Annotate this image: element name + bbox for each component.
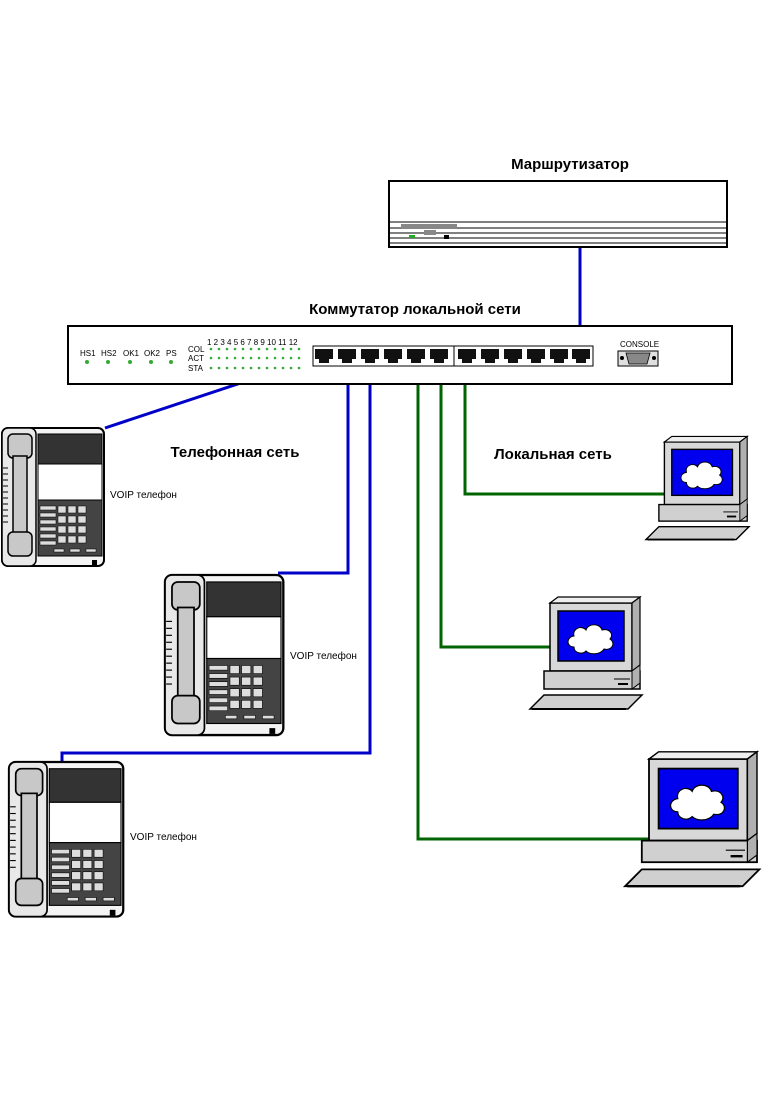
led-label-ok2: OK2 — [144, 349, 161, 358]
led-label-hs2: HS2 — [101, 349, 117, 358]
phone-icon — [163, 573, 285, 737]
led-label-ok1: OK1 — [123, 349, 140, 358]
lan-link-3 — [416, 360, 652, 841]
router-icon — [388, 180, 728, 248]
phone-label-1: VOIP телефон — [110, 489, 177, 501]
led-label-ps: PS — [166, 349, 177, 358]
switch-icon: HS1 HS2 OK1 OK2 PS 1 2 3 4 5 6 7 8 9 10 … — [67, 325, 733, 385]
led-label-hs1: HS1 — [80, 349, 96, 358]
row-label-col: COL — [188, 345, 205, 354]
computer-icon — [623, 750, 761, 888]
voip-link-2 — [278, 360, 350, 575]
phone-label-3: VOIP телефон — [130, 831, 197, 843]
local-net-title: Локальная сеть — [494, 446, 612, 463]
row-label-act: ACT — [188, 354, 204, 363]
router-title: Маршрутизатор — [511, 156, 629, 173]
console-label: CONSOLE — [620, 340, 659, 349]
computer-icon — [529, 596, 643, 710]
phone-label-2: VOIP телефон — [290, 650, 357, 662]
port-numbers: 1 2 3 4 5 6 7 8 9 10 11 12 — [207, 338, 298, 347]
phone-icon — [7, 760, 125, 918]
voip-link-3 — [60, 360, 372, 763]
lan-link-2 — [439, 360, 554, 649]
phone-icon — [1, 427, 105, 567]
row-label-sta: STA — [188, 364, 204, 373]
switch-title: Коммутатор локальной сети — [309, 301, 521, 318]
computer-icon — [645, 435, 750, 541]
lan-link-1 — [463, 360, 664, 496]
phone-net-title: Телефонная сеть — [171, 444, 300, 461]
